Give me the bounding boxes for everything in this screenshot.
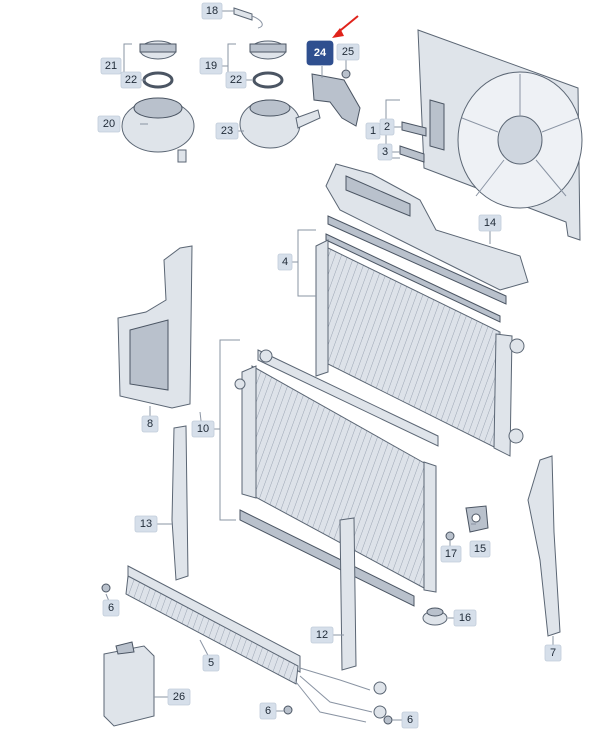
label-24-highlighted[interactable]: 24 <box>306 40 334 66</box>
svg-text:17: 17 <box>445 548 457 560</box>
air-guide-13 <box>171 425 189 581</box>
label-7[interactable]: 7 <box>544 644 562 662</box>
bracket-24 <box>311 73 361 127</box>
seal-3 <box>399 145 425 163</box>
svg-text:14: 14 <box>484 217 496 229</box>
label-10[interactable]: 10 <box>191 420 215 438</box>
screw-6 <box>101 583 393 725</box>
seal-strips <box>325 215 507 323</box>
svg-text:22: 22 <box>125 74 137 86</box>
radiator <box>315 239 525 457</box>
label-6[interactable]: 6 <box>401 711 419 729</box>
svg-text:8: 8 <box>147 418 153 430</box>
svg-text:5: 5 <box>208 657 214 669</box>
cap-21 <box>139 40 177 60</box>
label-6[interactable]: 6 <box>102 599 120 617</box>
svg-text:18: 18 <box>206 5 218 17</box>
svg-text:1: 1 <box>370 125 376 137</box>
cap-19 <box>249 40 287 60</box>
air-duct-upper <box>325 163 529 291</box>
label-3[interactable]: 3 <box>377 143 393 161</box>
label-6[interactable]: 6 <box>259 702 277 720</box>
svg-text:6: 6 <box>108 602 114 614</box>
screw-17 <box>445 531 455 548</box>
label-12[interactable]: 12 <box>310 626 334 644</box>
condenser <box>234 349 439 607</box>
svg-text:2: 2 <box>384 121 390 133</box>
label-21[interactable]: 21 <box>100 57 122 75</box>
oil-cooler <box>125 565 387 723</box>
svg-text:26: 26 <box>173 691 185 703</box>
label-18[interactable]: 18 <box>201 2 223 20</box>
label-22[interactable]: 22 <box>120 71 142 89</box>
svg-text:23: 23 <box>221 125 233 137</box>
svg-text:10: 10 <box>197 423 209 435</box>
air-guide-right-7 <box>527 455 561 637</box>
label-25[interactable]: 25 <box>336 43 360 61</box>
label-2[interactable]: 2 <box>379 118 395 136</box>
seal-22a <box>142 71 174 89</box>
svg-text:16: 16 <box>459 612 471 624</box>
label-19[interactable]: 19 <box>199 57 223 75</box>
nut-25 <box>341 69 351 79</box>
hose-clamp-18 <box>233 7 263 29</box>
label-15[interactable]: 15 <box>469 540 491 558</box>
air-guide-left <box>117 245 193 409</box>
label-1[interactable]: 1 <box>365 122 381 140</box>
label-17[interactable]: 17 <box>440 545 462 563</box>
svg-text:15: 15 <box>474 543 486 555</box>
svg-text:22: 22 <box>230 74 242 86</box>
svg-text:12: 12 <box>316 629 328 641</box>
label-22[interactable]: 22 <box>225 71 247 89</box>
air-guide-12 <box>339 517 357 671</box>
label-5[interactable]: 5 <box>202 654 220 672</box>
label-16[interactable]: 16 <box>453 609 477 627</box>
label-23[interactable]: 23 <box>215 122 239 140</box>
expansion-tank-23 <box>239 99 321 149</box>
seal-22b <box>252 71 284 89</box>
svg-text:6: 6 <box>265 705 271 717</box>
svg-text:4: 4 <box>282 256 288 268</box>
svg-text:7: 7 <box>550 647 556 659</box>
label-4[interactable]: 4 <box>277 253 293 271</box>
svg-text:21: 21 <box>105 60 117 72</box>
svg-text:13: 13 <box>140 518 152 530</box>
svg-text:24: 24 <box>314 47 327 59</box>
svg-text:19: 19 <box>205 60 217 72</box>
svg-text:20: 20 <box>103 118 115 130</box>
fan-shroud <box>417 29 583 241</box>
label-14[interactable]: 14 <box>478 214 502 232</box>
expansion-tank-20 <box>121 97 195 163</box>
highlight-arrow <box>332 15 359 38</box>
label-8[interactable]: 8 <box>141 415 159 433</box>
svg-text:3: 3 <box>382 146 388 158</box>
grommet-16 <box>422 607 448 626</box>
coolant-canister <box>103 641 155 727</box>
label-13[interactable]: 13 <box>134 515 158 533</box>
bracket-15 <box>465 505 489 533</box>
svg-text:25: 25 <box>342 46 354 58</box>
label-26[interactable]: 26 <box>167 688 191 706</box>
svg-text:6: 6 <box>407 714 413 726</box>
label-20[interactable]: 20 <box>97 115 121 133</box>
